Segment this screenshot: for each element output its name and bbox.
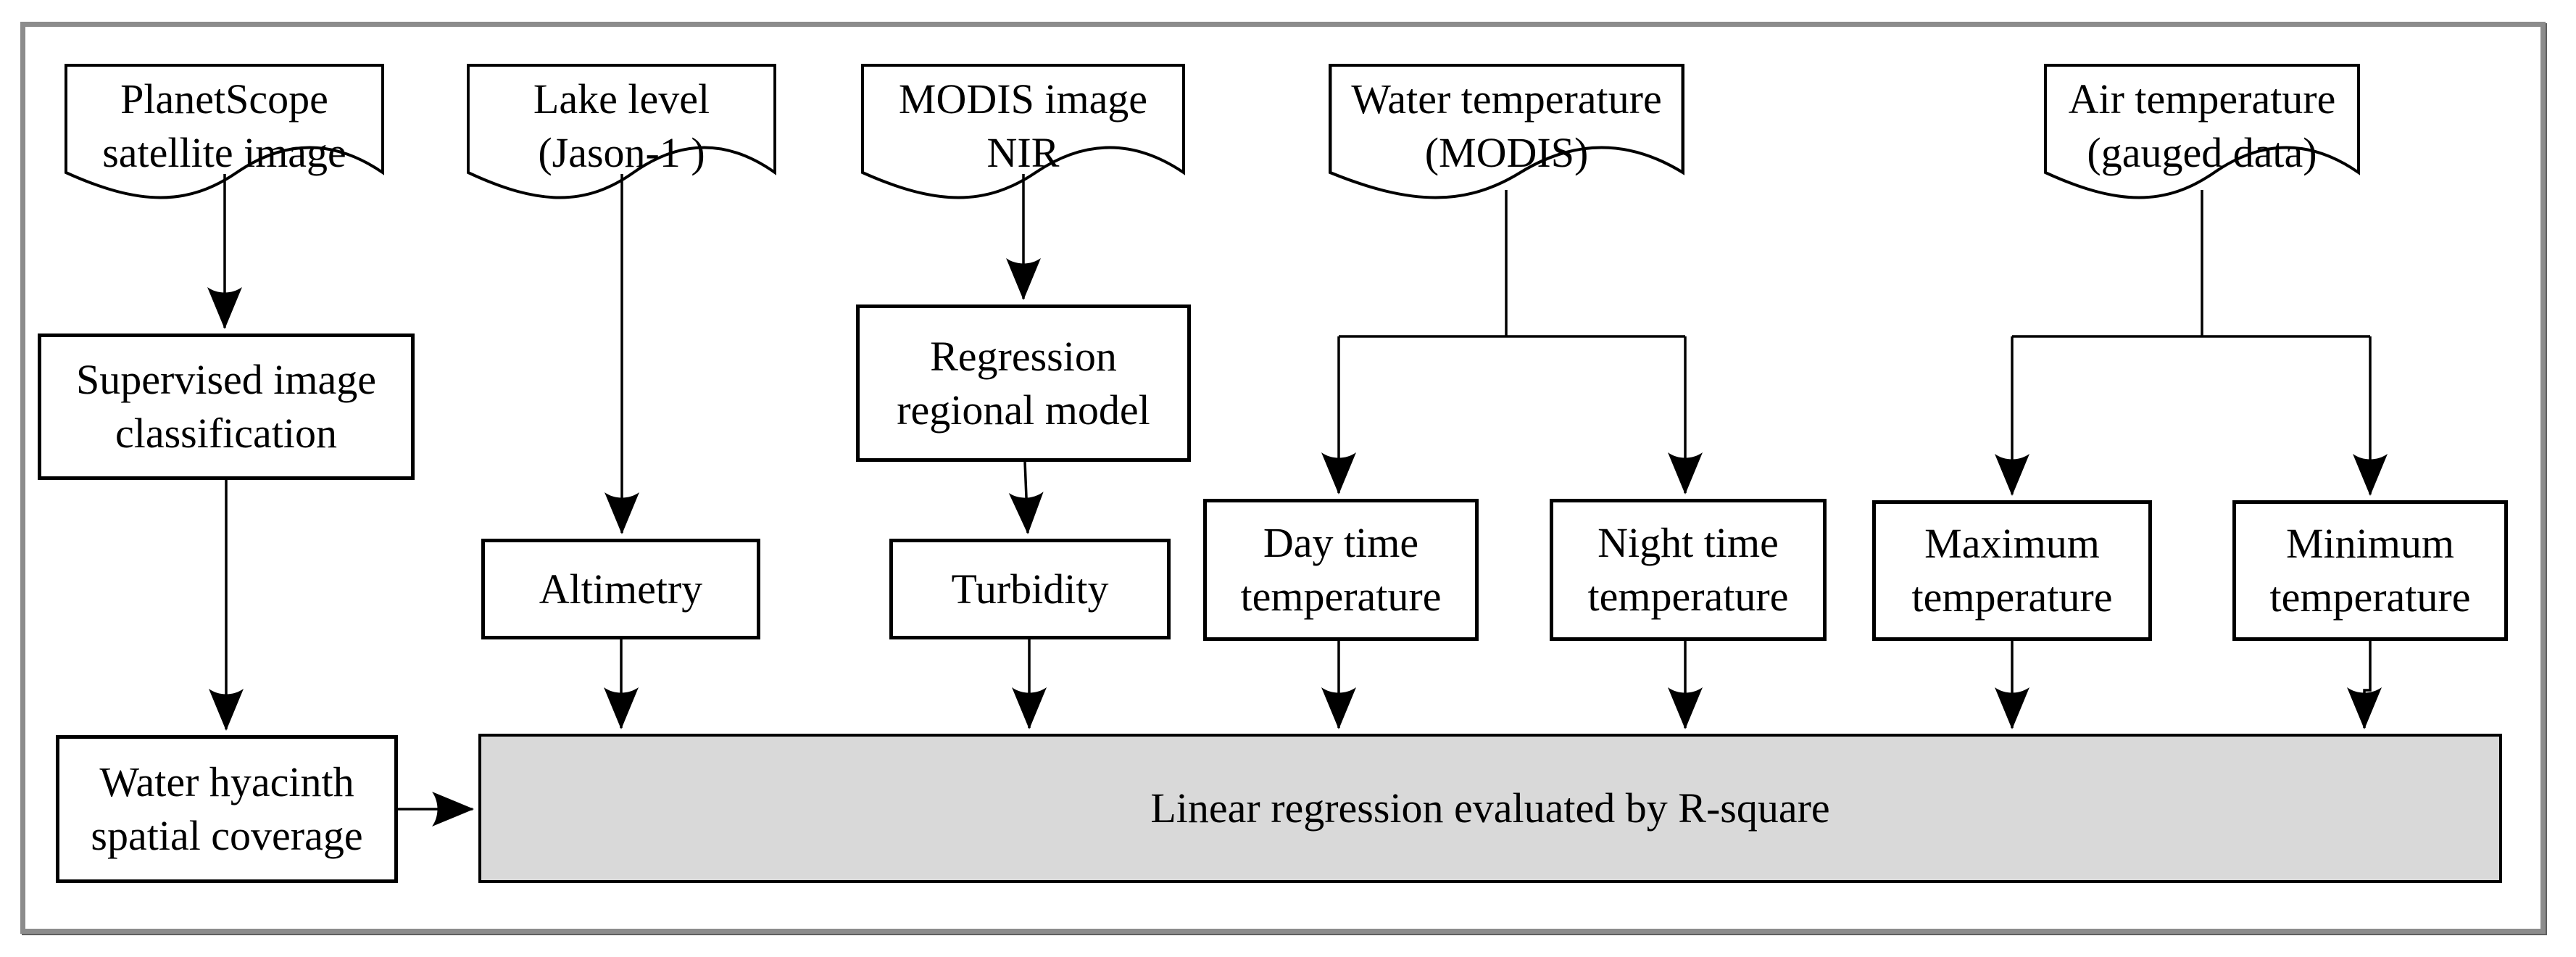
box-label-line1: Supervised image xyxy=(76,356,376,403)
box-label-line2: temperature xyxy=(1587,573,1789,620)
document-shape xyxy=(2044,64,2360,199)
doc-label-line1: Water temperature xyxy=(1351,75,1662,123)
box-maximum-temperature: Maximum temperature xyxy=(1872,500,2152,641)
doc-air-temperature-gauged: Air temperature (gauged data) xyxy=(2044,64,2360,212)
doc-label-line2: (Jason-1 ) xyxy=(538,129,705,176)
outer-frame xyxy=(20,22,2546,934)
doc-water-temperature-modis: Water temperature (MODIS) xyxy=(1329,64,1684,212)
box-label-line1: Day time xyxy=(1263,519,1419,566)
box-label-line1: Minimum xyxy=(2285,520,2454,567)
box-label-line2: regional model xyxy=(897,386,1150,434)
doc-label-line2: satellite image xyxy=(102,129,346,176)
box-night-time-temperature: Night time temperature xyxy=(1550,499,1827,641)
box-label-line2: temperature xyxy=(1240,573,1442,620)
document-shape xyxy=(65,64,384,199)
doc-label-line1: PlanetScope xyxy=(120,75,328,123)
box-turbidity: Turbidity xyxy=(889,539,1171,639)
box-altimetry: Altimetry xyxy=(481,539,760,639)
document-shape xyxy=(861,64,1185,199)
box-label-line2: temperature xyxy=(2269,573,2471,621)
result-label: Linear regression evaluated by R-square xyxy=(1150,784,1830,832)
box-label-line2: classification xyxy=(115,410,337,457)
document-shape xyxy=(467,64,776,199)
doc-label-line1: MODIS image xyxy=(898,75,1148,123)
box-label-line1: Maximum xyxy=(1924,520,2100,567)
doc-label-line1: Lake level xyxy=(533,75,710,123)
box-water-hyacinth-spatial-coverage: Water hyacinth spatial coverage xyxy=(56,735,398,883)
box-label-line2: spatial coverage xyxy=(91,812,363,859)
box-day-time-temperature: Day time temperature xyxy=(1203,499,1479,641)
box-regression-regional-model: Regression regional model xyxy=(856,304,1191,462)
box-label-line1: Regression xyxy=(930,332,1117,380)
document-shape xyxy=(1329,64,1684,199)
box-supervised-image-classification: Supervised image classification xyxy=(38,334,415,480)
doc-lake-level: Lake level (Jason-1 ) xyxy=(467,64,776,212)
doc-label-line2: (MODIS) xyxy=(1424,129,1589,176)
doc-label-line2: NIR xyxy=(986,129,1060,176)
box-label-line1: Water hyacinth xyxy=(99,758,354,805)
box-linear-regression-result: Linear regression evaluated by R-square xyxy=(478,734,2502,883)
doc-label-line2: (gauged data) xyxy=(2087,129,2317,176)
doc-label-line1: Air temperature xyxy=(2068,75,2336,123)
box-label-line1: Turbidity xyxy=(951,565,1109,613)
doc-planetscope-satellite-image: PlanetScope satellite image xyxy=(65,64,384,212)
doc-modis-image-nir: MODIS image NIR xyxy=(861,64,1185,212)
box-label-line2: temperature xyxy=(1911,573,2113,621)
box-label-line1: Altimetry xyxy=(539,565,703,613)
box-minimum-temperature: Minimum temperature xyxy=(2232,500,2508,641)
box-label-line1: Night time xyxy=(1597,519,1779,566)
